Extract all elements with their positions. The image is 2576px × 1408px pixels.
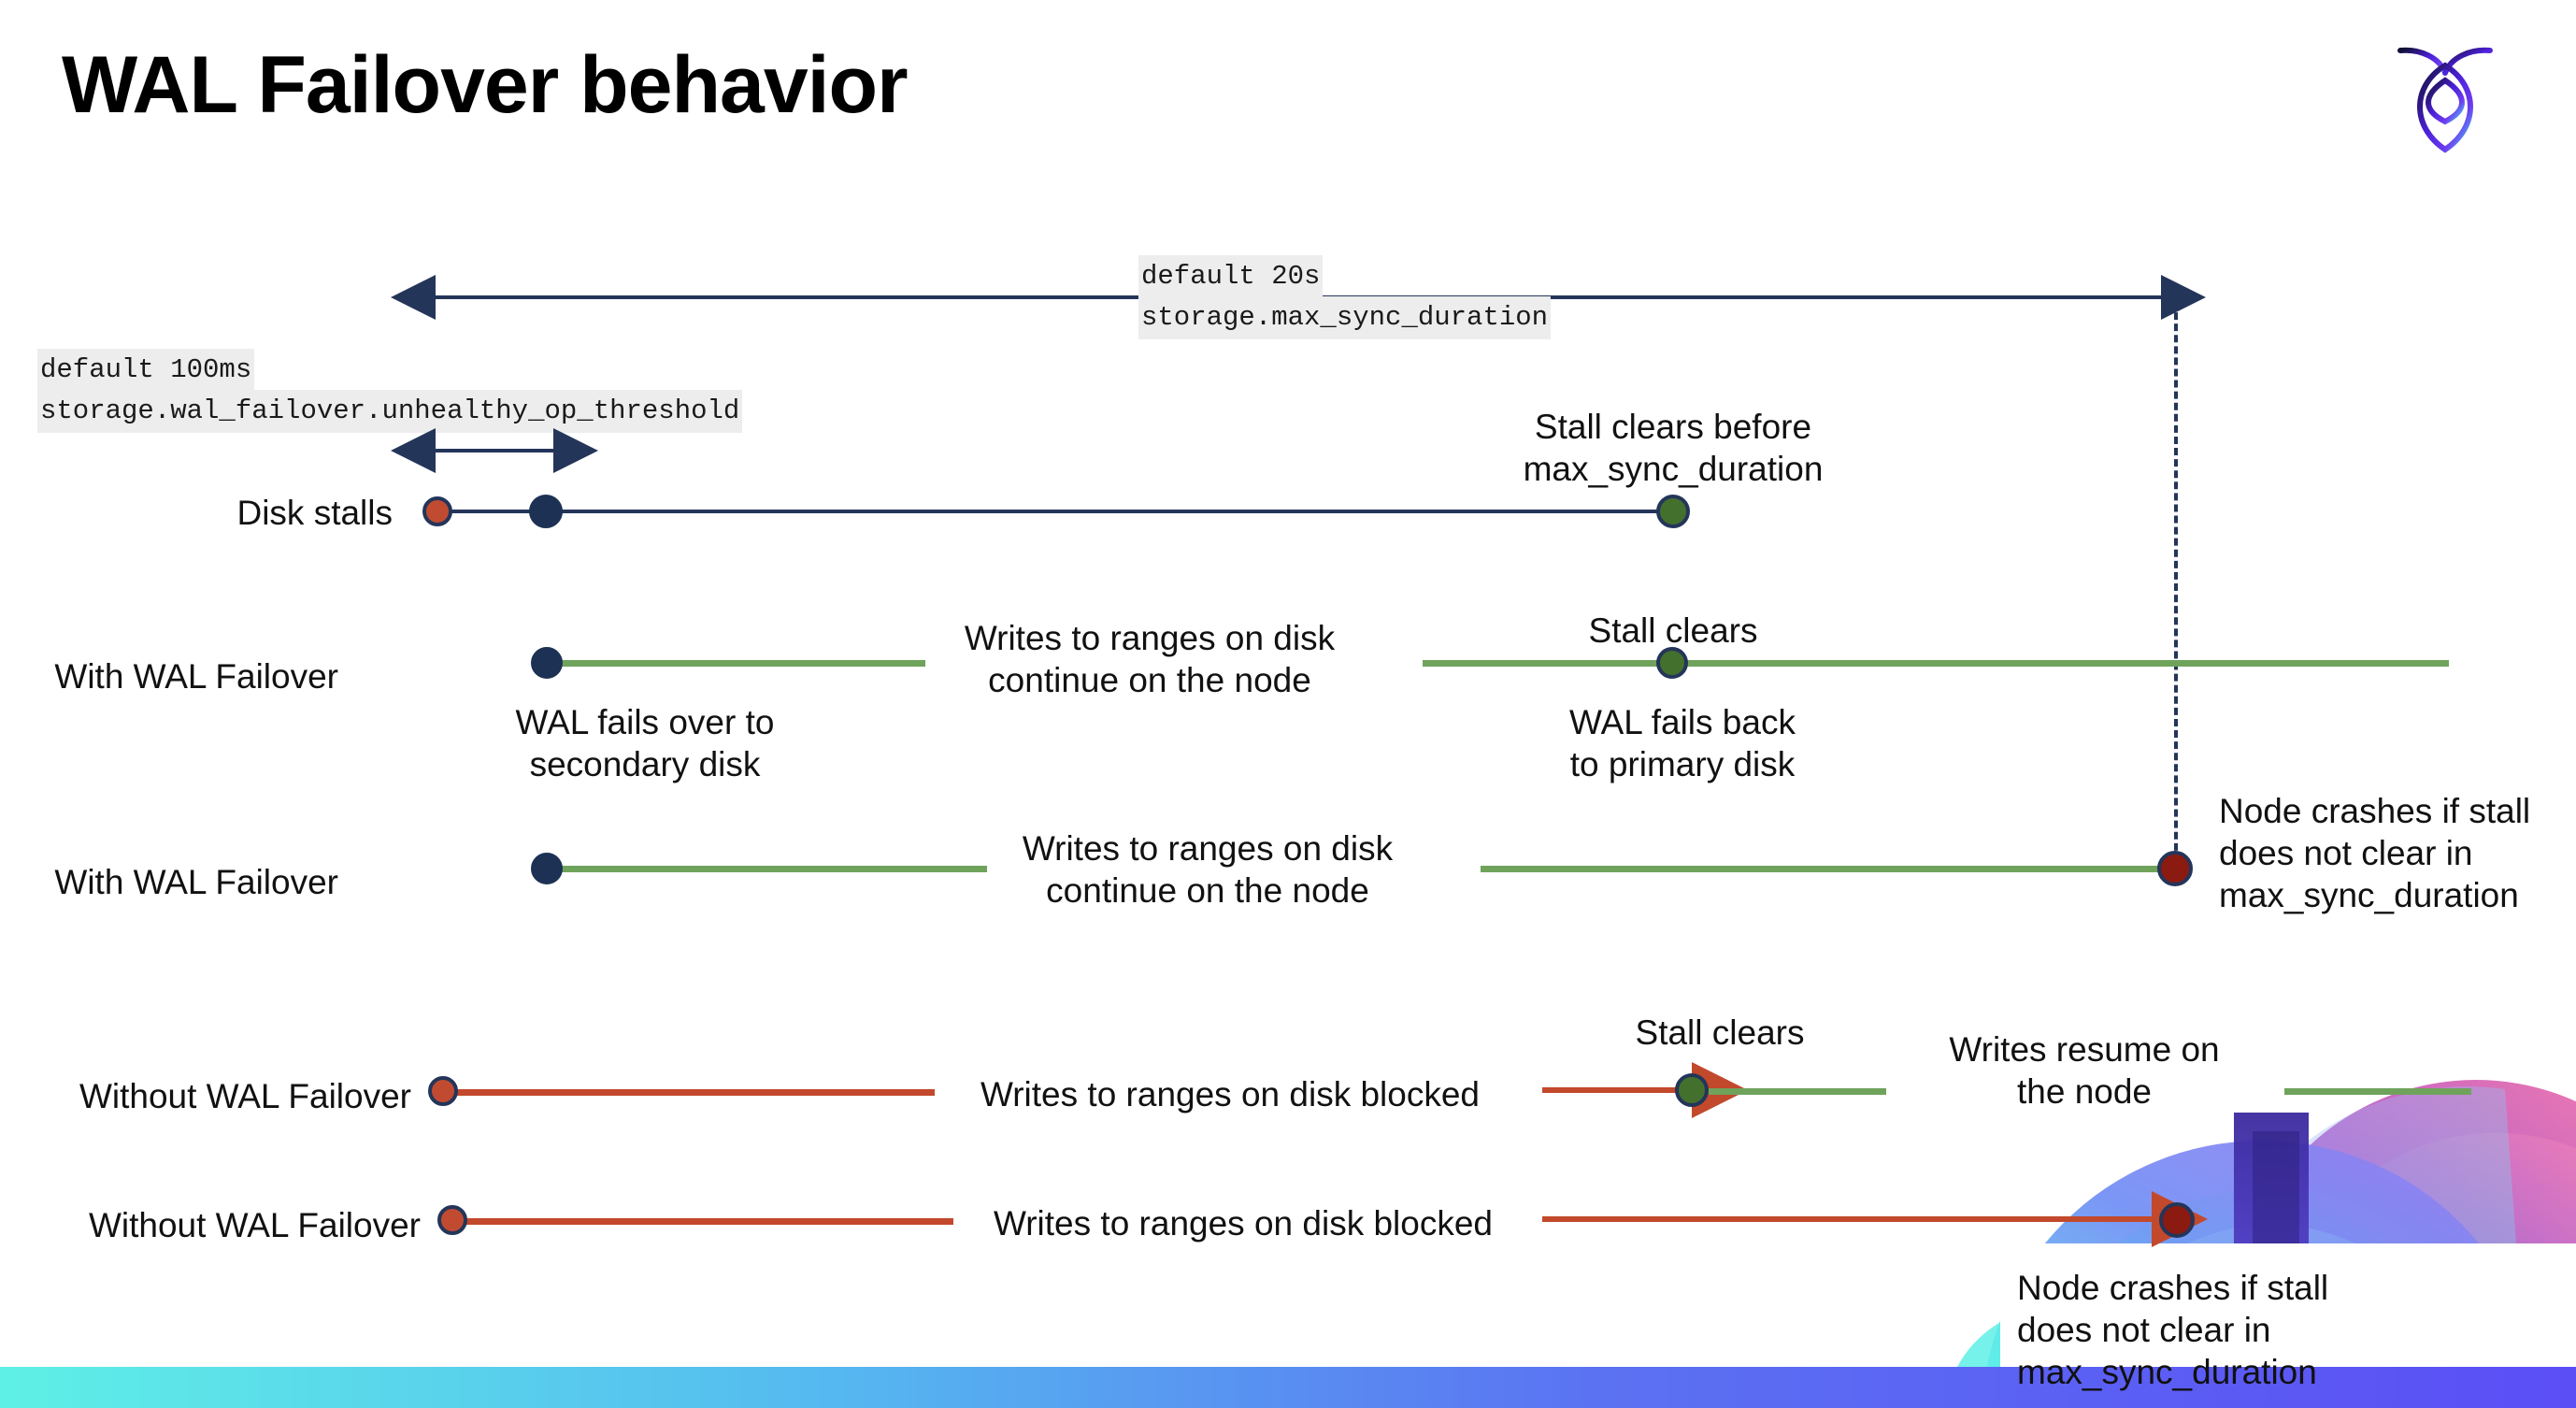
without-failover-row1-resume-segment-far	[2284, 1088, 2471, 1095]
wal-failover-trigger-dot	[529, 495, 563, 528]
max-sync-default-label: default 20s	[1138, 255, 1324, 298]
note-wal-fails-over: WAL fails over to secondary disk	[515, 703, 775, 784]
without-failover-row1-stall-dot	[428, 1076, 458, 1106]
cockroachdb-logo	[2389, 28, 2501, 159]
wal-failover-row1-start-dot	[531, 647, 563, 679]
note-stall-clears-2: Stall clears	[1635, 1013, 1805, 1052]
without-failover-row1-blocked-segment-a	[449, 1089, 935, 1096]
bottom-gradient-bar	[0, 1367, 2576, 1408]
without-failover-row1-resume-segment	[1709, 1088, 1886, 1095]
without-failover-row2-blocked-arrow	[1542, 1191, 2208, 1247]
max-sync-setting-label: storage.max_sync_duration	[1138, 296, 1552, 339]
note-stall-clears-1: Stall clears	[1588, 611, 1758, 650]
wal-failover-row2-segment-a	[548, 866, 987, 872]
row-label-without-wal-failover-1: Without WAL Failover	[79, 1077, 411, 1115]
note-node-crashes-2: Node crashes if stall does not clear in …	[2017, 1269, 2329, 1392]
note-stall-clears-before: Stall clears before max_sync_duration	[1523, 408, 1824, 489]
note-writes-continue-2: Writes to ranges on disk continue on the…	[1022, 829, 1394, 911]
wal-failover-row1-clear-dot	[1656, 647, 1688, 679]
row-label-with-wal-failover-1: With WAL Failover	[54, 657, 338, 696]
without-failover-row2-crash-dot	[2159, 1202, 2195, 1238]
without-failover-row2-stall-dot	[437, 1205, 467, 1235]
note-node-crashes-1: Node crashes if stall does not clear in …	[2219, 792, 2531, 915]
disk-stall-clear-dot	[1656, 495, 1690, 528]
note-writes-blocked-1: Writes to ranges on disk blocked	[980, 1075, 1481, 1113]
row-label-disk-stalls: Disk stalls	[236, 494, 393, 532]
wal-failover-row2-start-dot	[531, 853, 563, 884]
without-failover-row2-blocked-segment-a	[458, 1218, 953, 1225]
without-failover-row1-blocked-arrow	[1542, 1062, 1748, 1118]
disk-stalls-timeline	[437, 510, 1681, 513]
without-failover-row1-clear-dot	[1675, 1073, 1709, 1107]
note-writes-blocked-2: Writes to ranges on disk blocked	[993, 1204, 1494, 1243]
wal-failover-row2-crash-dot	[2157, 851, 2193, 886]
row-label-with-wal-failover-2: With WAL Failover	[54, 863, 338, 901]
page-title: WAL Failover behavior	[62, 40, 909, 130]
max-sync-duration-dashed-guide	[2174, 301, 2178, 873]
wal-failover-row1-segment-b	[1423, 660, 2449, 667]
wal-failover-row1-segment-a	[548, 660, 925, 667]
disk-stall-start-dot	[422, 496, 452, 526]
unhealthy-op-setting-label: storage.wal_failover.unhealthy_op_thresh…	[37, 390, 743, 433]
note-writes-resume: Writes resume on the node	[1949, 1030, 2220, 1112]
unhealthy-op-default-label: default 100ms	[37, 349, 255, 392]
note-writes-continue-1: Writes to ranges on disk continue on the…	[964, 619, 1336, 700]
wal-failover-row2-segment-b	[1481, 866, 2178, 872]
note-wal-fails-back: WAL fails back to primary disk	[1569, 703, 1796, 784]
row-label-without-wal-failover-2: Without WAL Failover	[88, 1206, 421, 1244]
unhealthy-op-threshold-span-arrow	[391, 428, 598, 473]
